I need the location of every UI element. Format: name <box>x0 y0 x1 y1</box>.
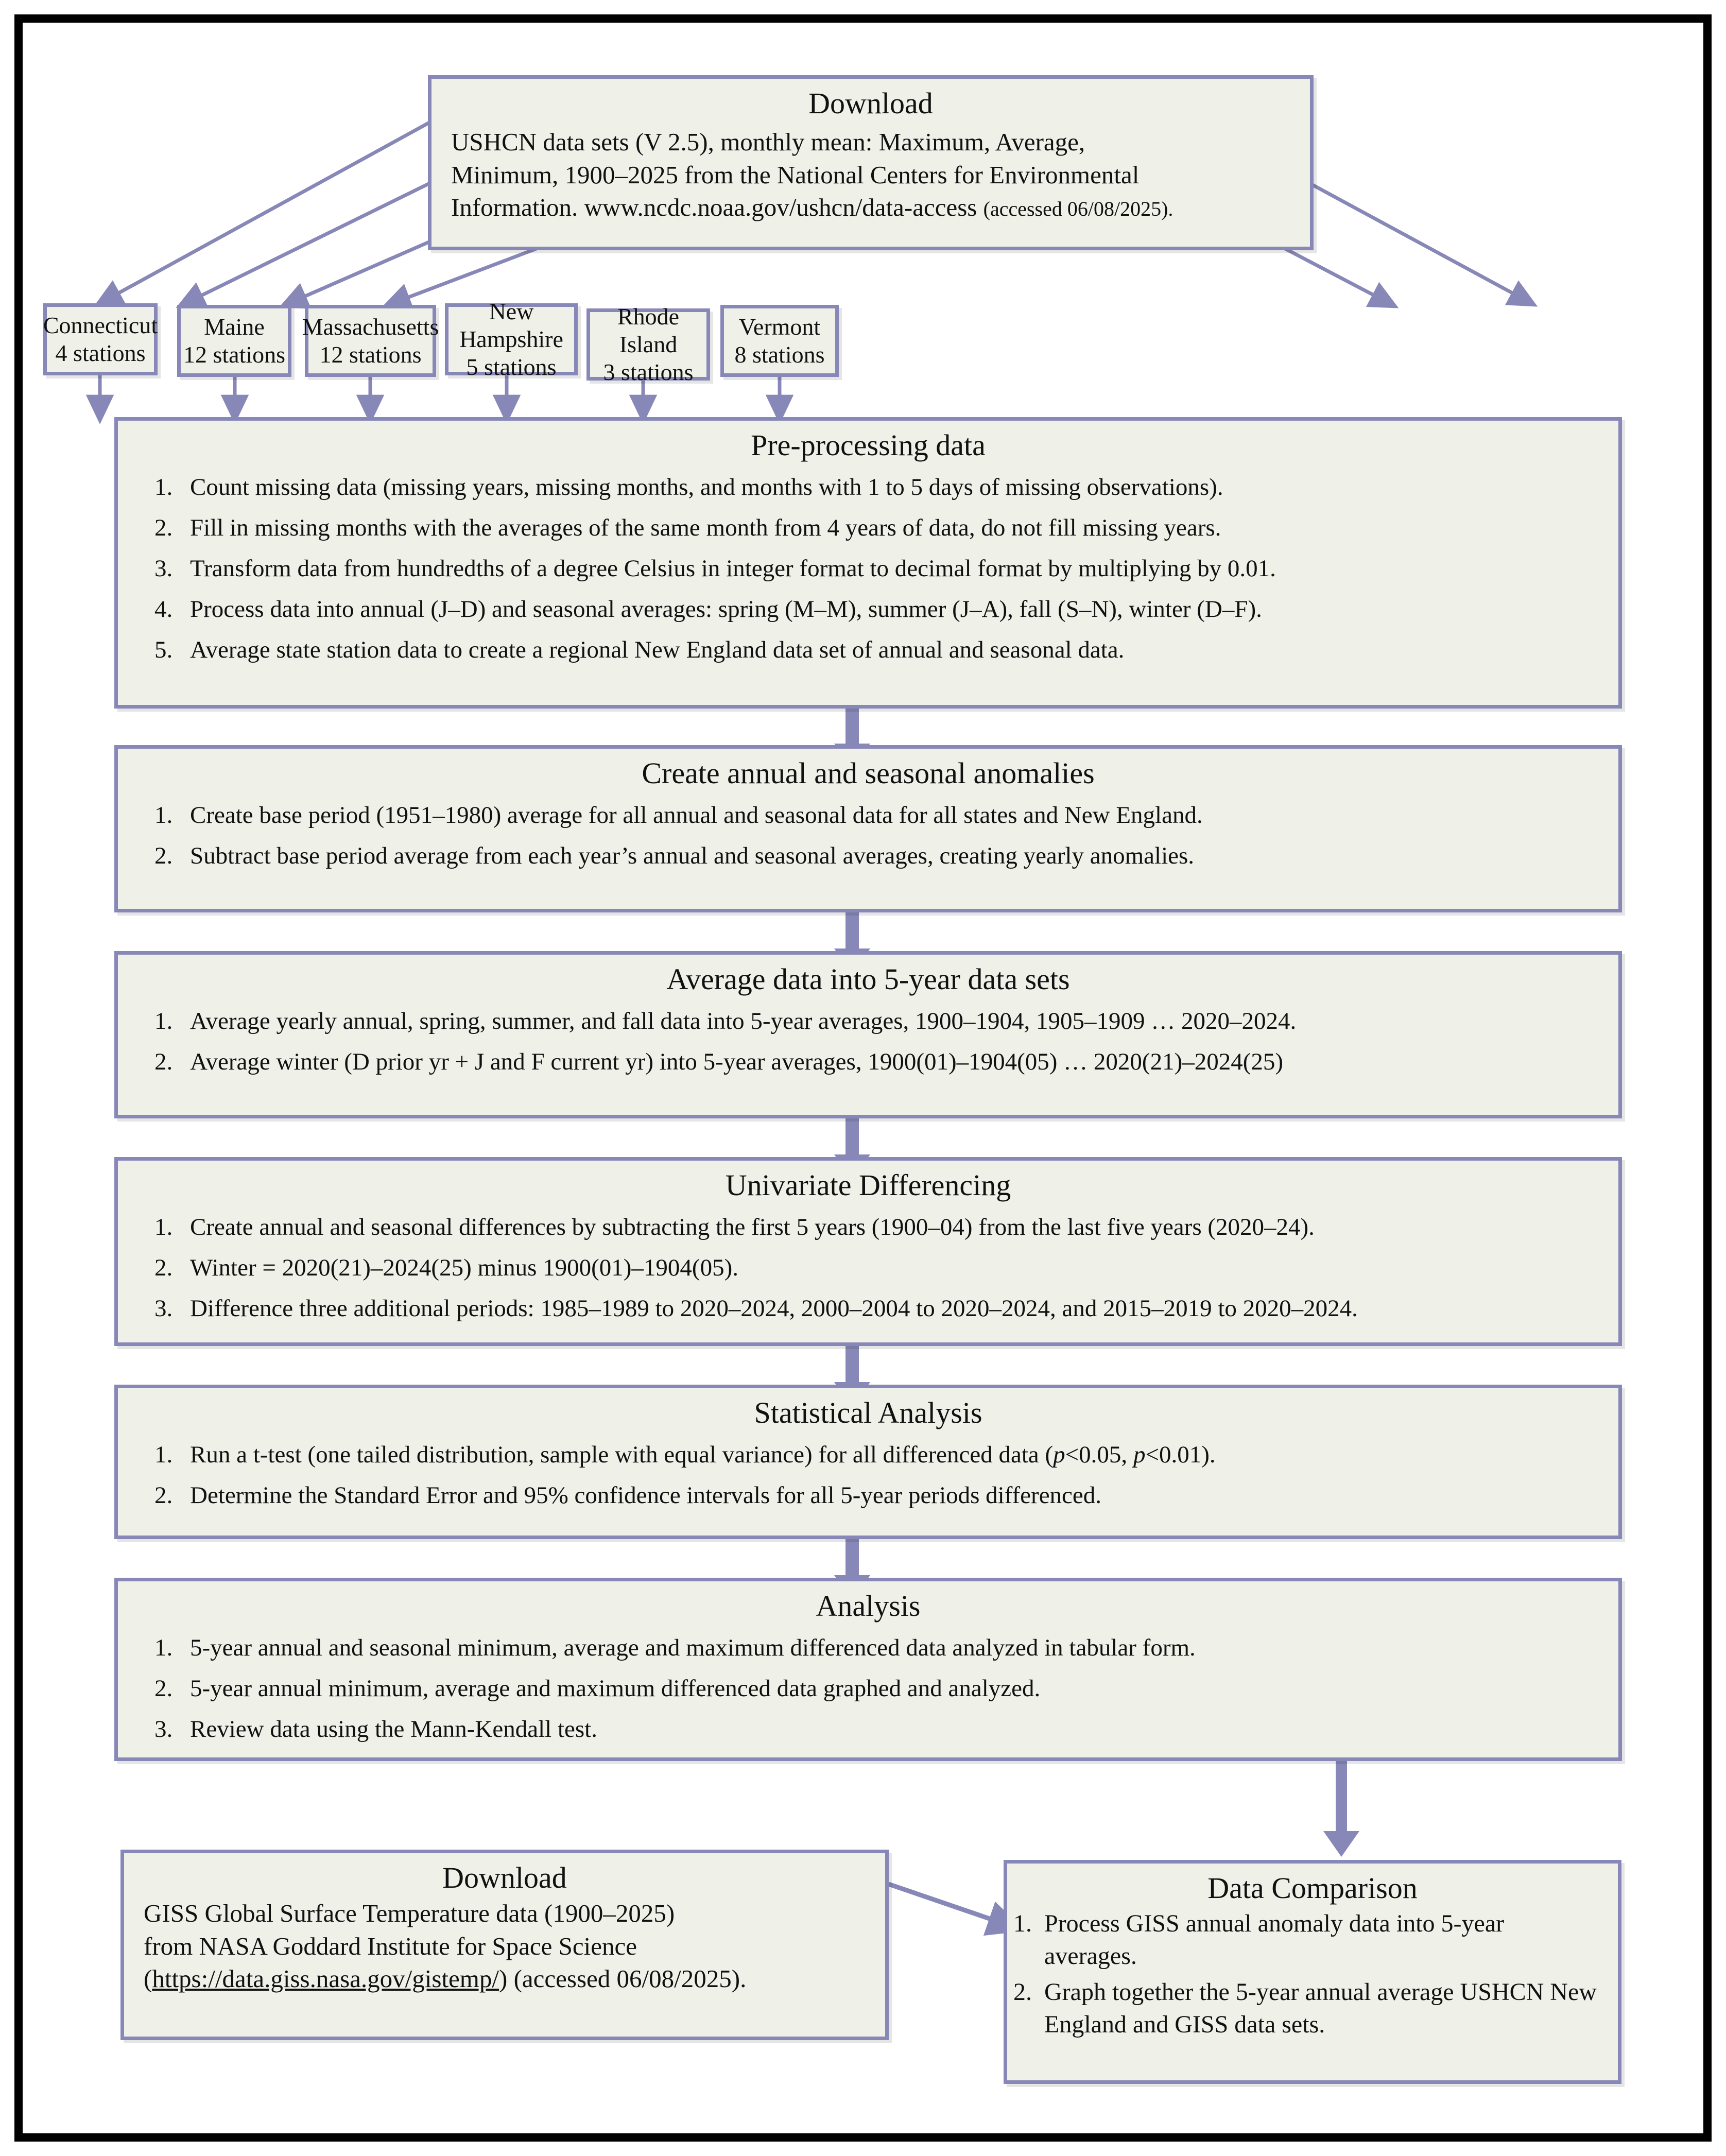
fiveyear-step: Average winter (D prior yr + J and F cur… <box>179 1046 1596 1078</box>
fiveyear-box[interactable]: Average data into 5-year data sets Avera… <box>114 951 1622 1118</box>
figure-frame: Download USHCN data sets (V 2.5), monthl… <box>14 14 1712 2142</box>
state-box-connecticut[interactable]: Connecticut 4 stations <box>43 303 158 375</box>
state-stations-maine: 12 stations <box>183 341 286 368</box>
data-comparison-step: Graph together the 5-year annual average… <box>1038 1976 1602 2041</box>
anomalies-step: Subtract base period average from each y… <box>179 840 1596 872</box>
download-giss-line-2: from NASA Goddard Institute for Space Sc… <box>144 1931 637 1960</box>
statistical-step-list: Run a t-test (one tailed distribution, s… <box>118 1439 1618 1511</box>
data-comparison-title: Data Comparison <box>1207 1871 1418 1905</box>
analysis-step: 5-year annual and seasonal minimum, aver… <box>179 1632 1596 1664</box>
statistical-p-symbol: p <box>1133 1441 1146 1468</box>
edge-giss-to-comparison <box>888 1882 1026 1936</box>
preprocessing-step: Average state station data to create a r… <box>179 634 1596 666</box>
state-name-connecticut: Connecticut <box>43 312 158 338</box>
differencing-box[interactable]: Univariate Differencing Create annual an… <box>114 1157 1622 1346</box>
state-box-maine[interactable]: Maine 12 stations <box>177 305 291 377</box>
fiveyear-step: Average yearly annual, spring, summer, a… <box>179 1006 1596 1037</box>
anomalies-box[interactable]: Create annual and seasonal anomalies Cre… <box>114 745 1622 912</box>
analysis-title: Analysis <box>816 1589 921 1623</box>
preprocessing-step: Transform data from hundredths of a degr… <box>179 553 1596 584</box>
analysis-step-list: 5-year annual and seasonal minimum, aver… <box>118 1632 1618 1745</box>
analysis-box[interactable]: Analysis 5-year annual and seasonal mini… <box>114 1578 1622 1761</box>
preprocessing-box[interactable]: Pre-processing data Count missing data (… <box>114 417 1622 709</box>
download-giss-url[interactable]: https://data.giss.nasa.gov/gistemp/ <box>152 1964 499 1993</box>
download-usccn-line-2: Minimum, 1900–2025 from the National Cen… <box>451 160 1140 189</box>
data-comparison-step-list: Process GISS annual anomaly data into 5-… <box>1007 1907 1618 2041</box>
preprocessing-step-list: Count missing data (missing years, missi… <box>118 472 1618 666</box>
state-stations-connecticut: 4 stations <box>55 340 146 366</box>
state-box-vermont[interactable]: Vermont 8 stations <box>720 305 839 377</box>
data-comparison-step: Process GISS annual anomaly data into 5-… <box>1038 1907 1602 1973</box>
state-stations-massachusetts: 12 stations <box>319 341 422 368</box>
state-name-vermont: Vermont <box>738 313 821 340</box>
download-giss-line-3: (https://data.giss.nasa.gov/gistemp/) (a… <box>144 1962 868 1995</box>
download-usccn-title: Download <box>808 87 933 120</box>
state-stations-new-hampshire: 5 stations <box>466 354 557 381</box>
statistical-step1-post: <0.01). <box>1145 1441 1216 1468</box>
anomalies-title: Create annual and seasonal anomalies <box>642 756 1095 790</box>
state-name-rhode-island: Rhode Island <box>617 303 680 357</box>
statistical-step: Determine the Standard Error and 95% con… <box>179 1480 1596 1511</box>
anomalies-step-list: Create base period (1951–1980) average f… <box>118 800 1618 872</box>
download-giss-title: Download <box>442 1861 567 1894</box>
differencing-step-list: Create annual and seasonal differences b… <box>118 1212 1618 1324</box>
differencing-step: Difference three additional periods: 198… <box>179 1293 1596 1324</box>
state-box-new-hampshire[interactable]: New Hampshire 5 stations <box>445 298 578 380</box>
analysis-step: 5-year annual minimum, average and maxim… <box>179 1673 1596 1704</box>
state-box-rhode-island[interactable]: Rhode Island 3 stations <box>586 303 710 385</box>
download-usccn-accessed: (accessed 06/08/2025). <box>983 197 1173 221</box>
statistical-step1-mid: <0.05, <box>1065 1441 1133 1468</box>
differencing-title: Univariate Differencing <box>725 1168 1011 1202</box>
download-giss-paren-open: ( <box>144 1964 152 1993</box>
state-stations-vermont: 8 stations <box>734 341 825 368</box>
fiveyear-title: Average data into 5-year data sets <box>666 962 1070 996</box>
data-comparison-box[interactable]: Data Comparison Process GISS annual anom… <box>1004 1860 1621 2084</box>
download-usccn-body: USHCN data sets (V 2.5), monthly mean: M… <box>431 120 1310 224</box>
preprocessing-title: Pre-processing data <box>751 428 986 462</box>
preprocessing-step: Count missing data (missing years, missi… <box>179 472 1596 503</box>
statistical-step: Run a t-test (one tailed distribution, s… <box>179 1439 1596 1471</box>
differencing-step: Winter = 2020(21)–2024(25) minus 1900(01… <box>179 1252 1596 1284</box>
fiveyear-step-list: Average yearly annual, spring, summer, a… <box>118 1006 1618 1078</box>
download-usccn-line-1: USHCN data sets (V 2.5), monthly mean: M… <box>451 127 1085 156</box>
analysis-step: Review data using the Mann-Kendall test. <box>179 1714 1596 1745</box>
state-name-maine: Maine <box>204 313 265 340</box>
statistical-box[interactable]: Statistical Analysis Run a t-test (one t… <box>114 1385 1622 1539</box>
differencing-step: Create annual and seasonal differences b… <box>179 1212 1596 1243</box>
download-giss-accessed: ) (accessed 06/08/2025). <box>499 1964 747 1993</box>
anomalies-step: Create base period (1951–1980) average f… <box>179 800 1596 831</box>
download-giss-line-1: GISS Global Surface Temperature data (19… <box>144 1899 675 1927</box>
download-giss-body: GISS Global Surface Temperature data (19… <box>124 1895 885 1995</box>
statistical-title: Statistical Analysis <box>754 1396 982 1429</box>
preprocessing-step: Process data into annual (J–D) and seaso… <box>179 594 1596 625</box>
state-name-massachusetts: Massachusetts <box>302 313 439 340</box>
download-usccn-box[interactable]: Download USHCN data sets (V 2.5), monthl… <box>428 75 1314 250</box>
download-usccn-line-3: Information. www.ncdc.noaa.gov/ushcn/dat… <box>451 191 1292 224</box>
statistical-step1-pre: Run a t-test (one tailed distribution, s… <box>190 1441 1054 1468</box>
state-stations-rhode-island: 3 stations <box>603 359 694 386</box>
state-name-new-hampshire: New Hampshire <box>459 298 563 352</box>
download-giss-box[interactable]: Download GISS Global Surface Temperature… <box>120 1850 889 2040</box>
preprocessing-step: Fill in missing months with the averages… <box>179 512 1596 544</box>
state-box-massachusetts-real[interactable]: Massachusetts 12 stations <box>302 305 439 377</box>
download-usccn-url[interactable]: Information. www.ncdc.noaa.gov/ushcn/dat… <box>451 193 977 222</box>
statistical-p-symbol: p <box>1053 1441 1065 1468</box>
